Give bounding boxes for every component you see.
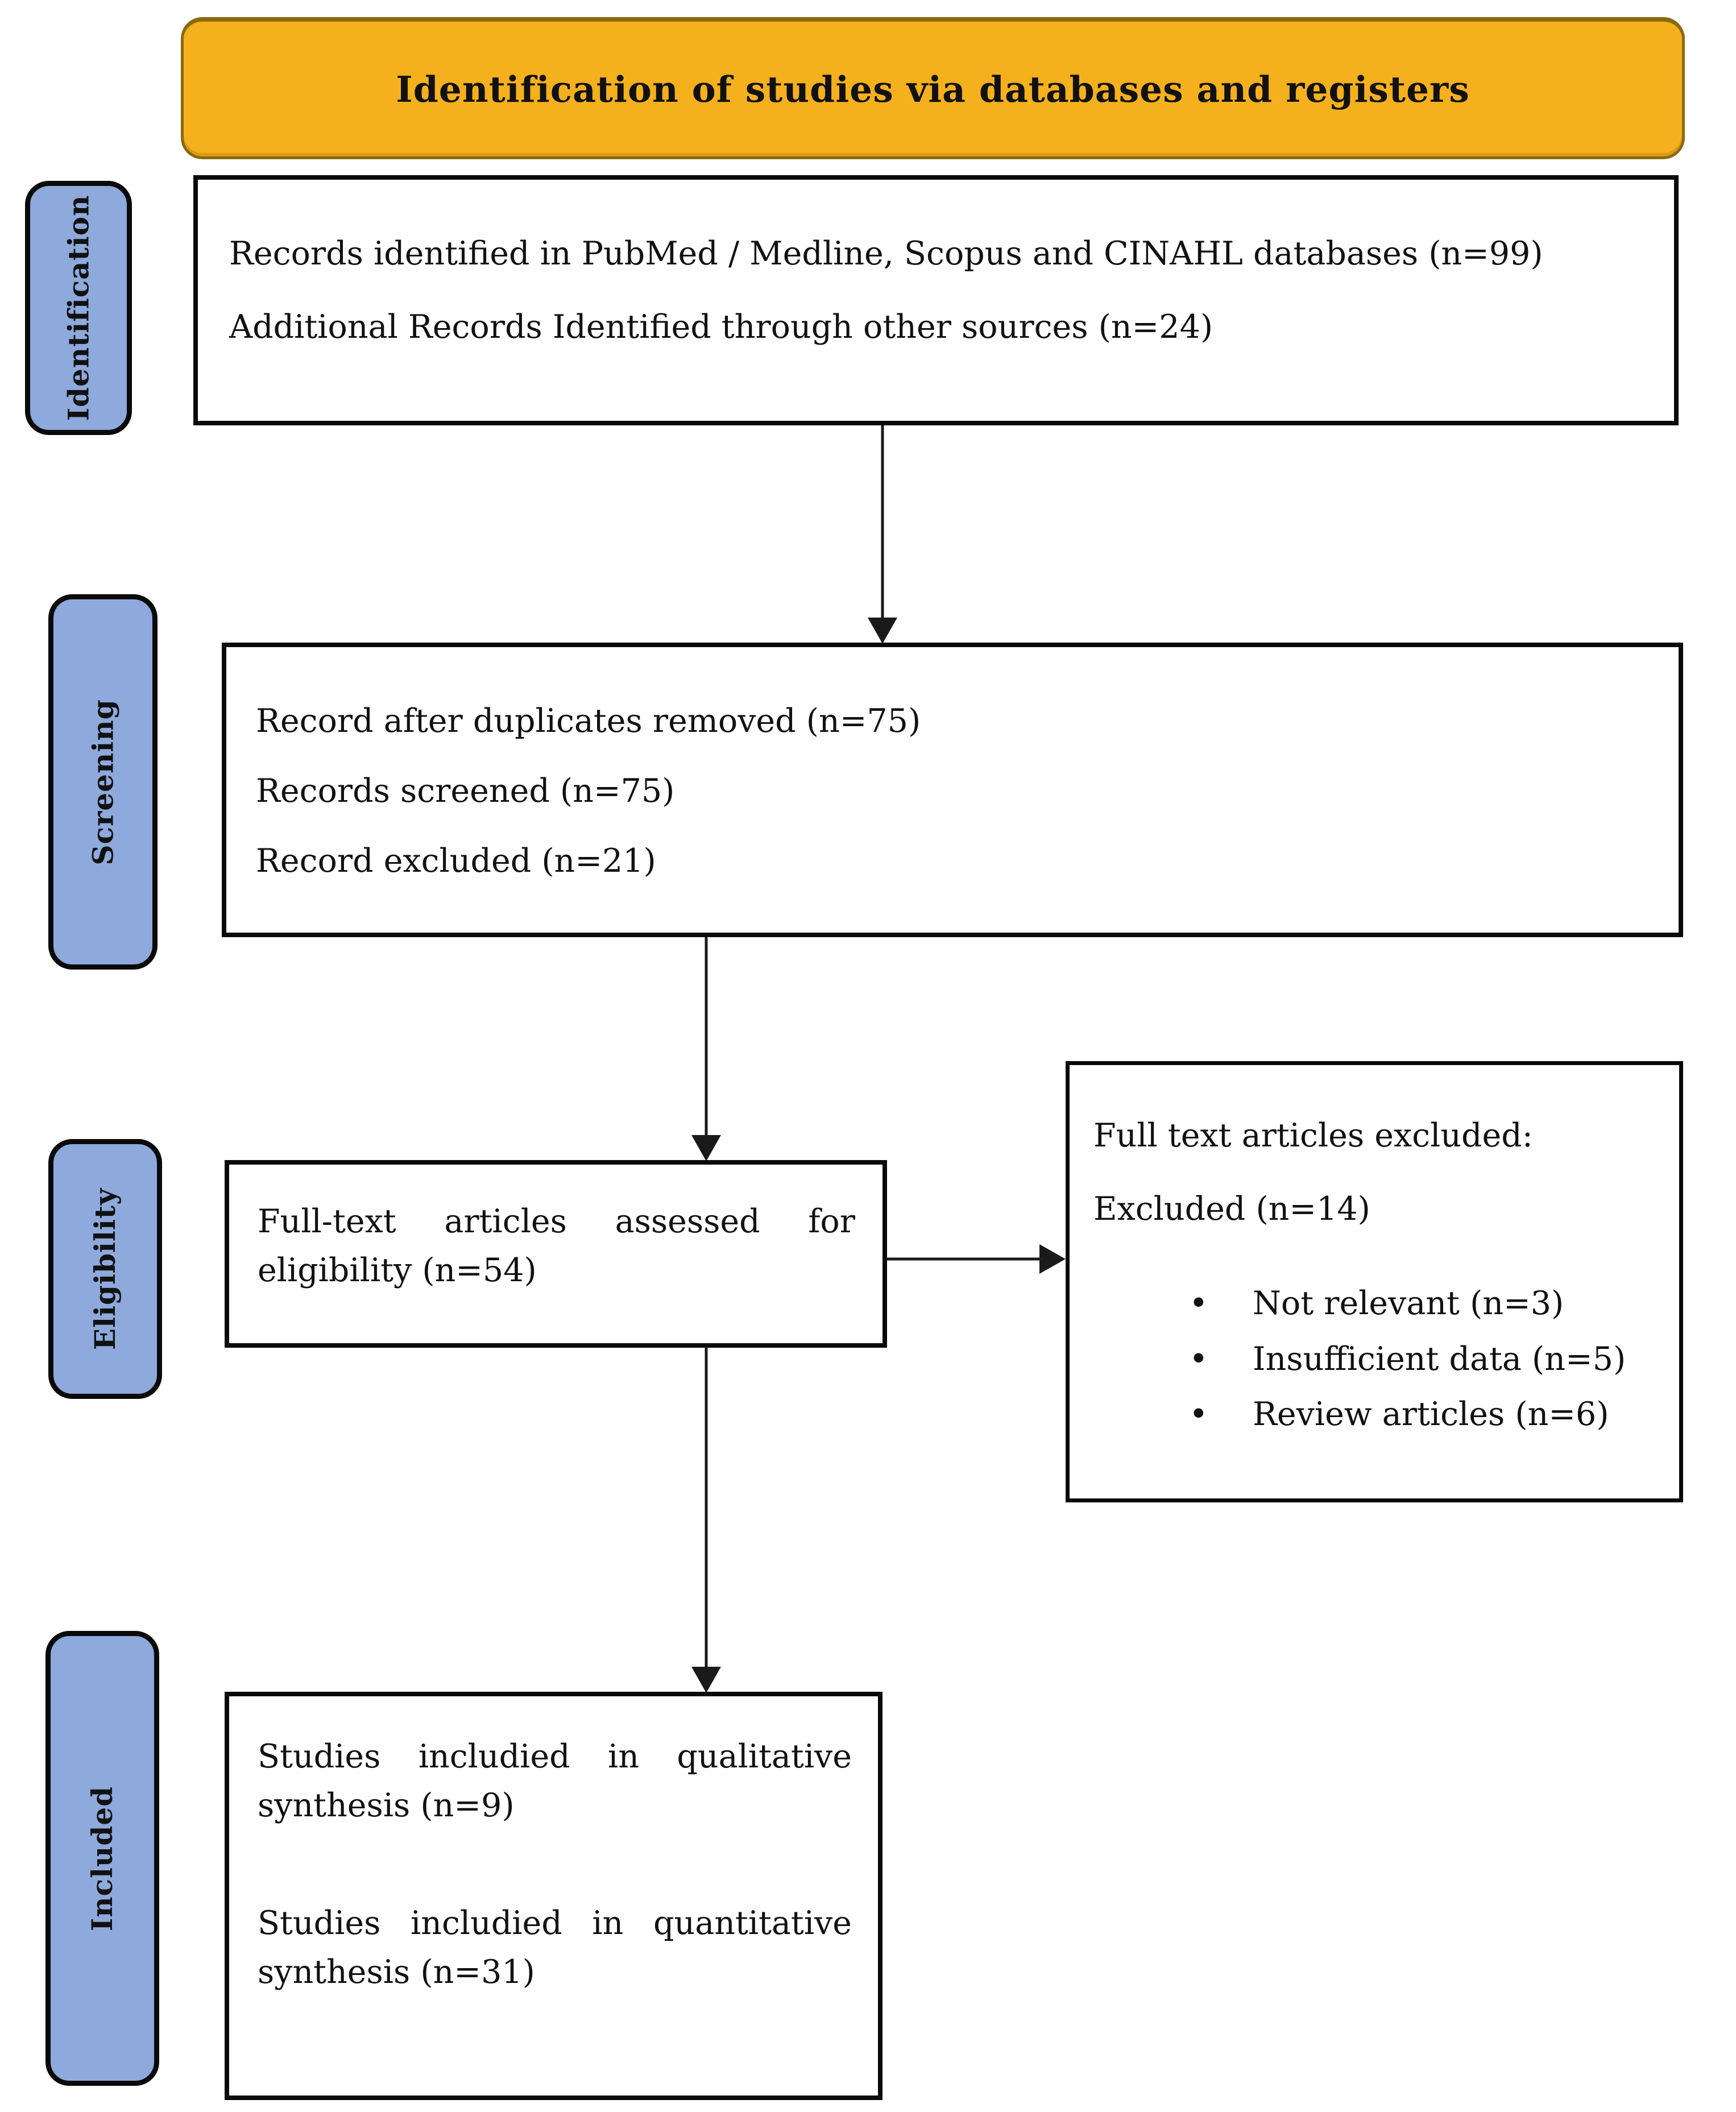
stage-label-eligibility: Eligibility <box>88 1187 122 1351</box>
banner-title: Identification of studies via databases … <box>396 68 1470 110</box>
records-excluded-line: Record excluded (n=21) <box>256 842 656 880</box>
excluded-reason-item: Review articles (n=6) <box>1189 1392 1656 1438</box>
arrow-shaft <box>705 937 708 1137</box>
duplicates-removed-line: Record after duplicates removed (n=75) <box>256 702 921 740</box>
stage-label-screening: Screening <box>86 698 120 865</box>
records-identified-box: Records identified in PubMed / Medline, … <box>193 175 1679 425</box>
fulltext-excluded-title: Full text articles excluded: <box>1093 1117 1533 1154</box>
quantitative-synthesis-text: Studies includied in quantitative synthe… <box>258 1904 852 1991</box>
arrowhead-right-icon <box>1039 1244 1066 1274</box>
fulltext-assessed-text: Full-text articles assessed for eligibil… <box>258 1203 855 1289</box>
arrow-eligibility-to-included <box>691 1347 721 1693</box>
additional-records-line: Additional Records Identified through ot… <box>229 308 1213 346</box>
stage-pill-screening: Screening <box>48 594 158 970</box>
excluded-reason-item: Insufficient data (n=5) <box>1189 1337 1656 1382</box>
arrow-shaft <box>887 1257 1042 1261</box>
screening-box: Record after duplicates removed (n=75) R… <box>222 643 1683 937</box>
arrow-screening-to-eligibility <box>691 937 721 1161</box>
arrowhead-down-icon <box>691 1667 721 1693</box>
arrow-eligibility-to-excluded <box>887 1244 1066 1274</box>
stage-label-included: Included <box>85 1786 119 1931</box>
studies-included-box: Studies includied in qualitative synthes… <box>225 1692 882 2100</box>
arrowhead-down-icon <box>691 1135 721 1161</box>
fulltext-assessed-box: Full-text articles assessed for eligibil… <box>225 1160 887 1348</box>
stage-pill-identification: Identification <box>25 181 132 435</box>
arrowhead-down-icon <box>868 618 897 644</box>
stage-label-identification: Identification <box>61 194 96 421</box>
excluded-reasons-list: Not relevant (n=3) Insufficient data (n=… <box>1093 1281 1656 1438</box>
stage-pill-eligibility: Eligibility <box>48 1139 162 1399</box>
arrow-shaft <box>881 425 884 620</box>
arrow-shaft <box>705 1347 708 1669</box>
qualitative-synthesis-text: Studies includied in qualitative synthes… <box>258 1738 852 1824</box>
records-screened-line: Records screened (n=75) <box>256 772 675 810</box>
excluded-reason-item: Not relevant (n=3) <box>1189 1281 1656 1327</box>
fulltext-excluded-box: Full text articles excluded: Excluded (n… <box>1066 1061 1683 1502</box>
excluded-count-line: Excluded (n=14) <box>1093 1190 1370 1228</box>
records-identified-line: Records identified in PubMed / Medline, … <box>229 235 1543 272</box>
banner: Identification of studies via databases … <box>181 17 1685 159</box>
stage-pill-included: Included <box>45 1631 159 2086</box>
arrow-identification-to-screening <box>868 425 897 644</box>
